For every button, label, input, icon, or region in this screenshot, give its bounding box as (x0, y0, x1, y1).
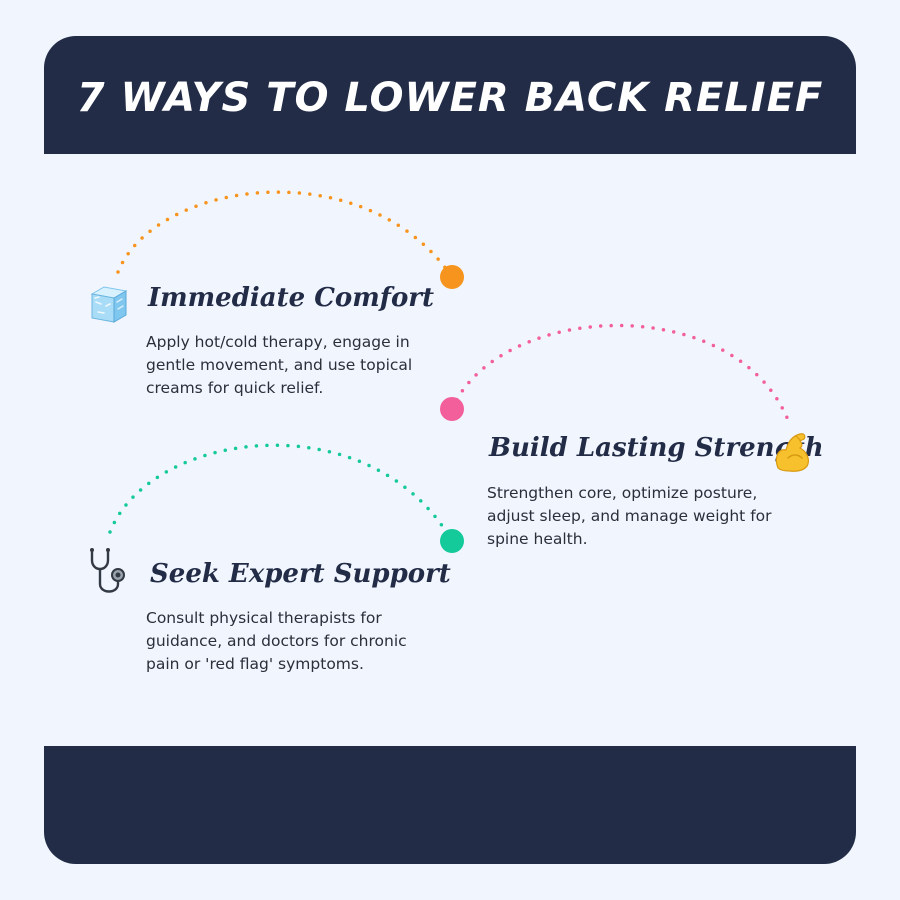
ice-cube-icon (86, 282, 130, 326)
arc-immediate-comfort (116, 190, 454, 279)
footer-band (44, 746, 856, 864)
heading-seek-expert-support: Seek Expert Support (150, 559, 451, 589)
arc-seek-support (108, 443, 454, 543)
description-seek-expert-support: Consult physical therapists for guidance… (146, 609, 407, 673)
dot-build-strength (440, 397, 464, 421)
heading-immediate-comfort: Immediate Comfort (148, 283, 435, 313)
header-band (44, 36, 856, 154)
description-immediate-comfort: Apply hot/cold therapy, engage in gentle… (146, 333, 413, 397)
heading-build-lasting-strength: Build Lasting Strength (489, 433, 824, 463)
dot-seek-support (440, 529, 464, 553)
page-title: 7 WAYS TO LOWER BACK RELIEF (76, 75, 824, 121)
dot-immediate-comfort (440, 265, 464, 289)
description-build-lasting-strength: Strengthen core, optimize posture, adjus… (487, 484, 772, 548)
arc-build-strength (450, 323, 792, 427)
stethoscope-icon (84, 546, 128, 593)
flexed-biceps-icon (770, 428, 814, 472)
